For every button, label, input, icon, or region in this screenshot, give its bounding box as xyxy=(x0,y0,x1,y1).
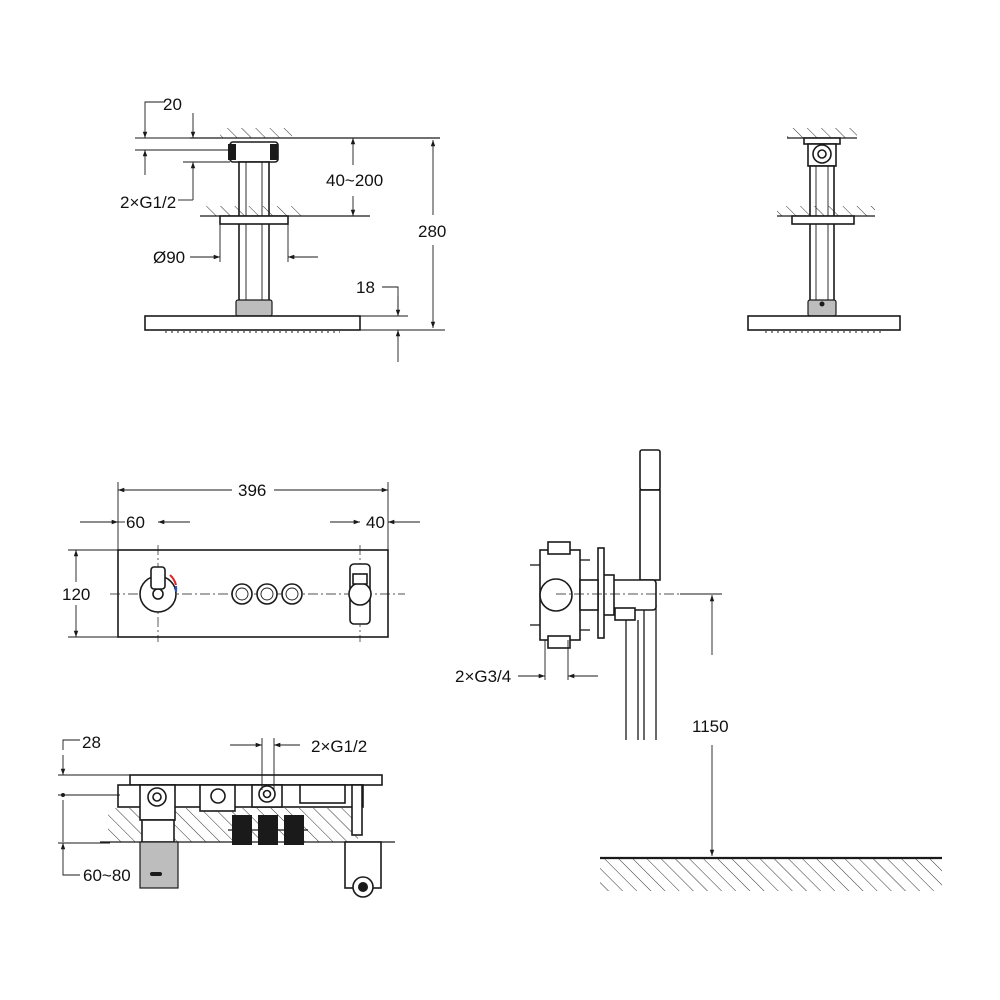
shower-head-plate xyxy=(144,315,361,331)
wall-connector xyxy=(611,579,657,611)
dim-right-offset: 40 xyxy=(366,513,385,532)
dim-valve-inlet-thread: 2×G3/4 xyxy=(455,667,511,686)
outlet-pipe xyxy=(139,841,179,889)
panel-face xyxy=(117,549,389,638)
diverter-button-1 xyxy=(231,583,253,605)
dim-flange-diameter: Ø90 xyxy=(153,248,185,267)
shower-arm xyxy=(238,161,270,303)
section-cover-plate xyxy=(129,774,383,786)
dim-head-thickness: 18 xyxy=(356,278,375,297)
ceiling-hatch xyxy=(220,128,292,138)
false-ceiling-hatch xyxy=(205,206,303,216)
wall-plate xyxy=(597,547,605,639)
dim-panel-height: 120 xyxy=(62,585,90,604)
diverter-button-3 xyxy=(281,583,303,605)
shower-head-front-view xyxy=(747,128,901,333)
dim-head-inlet-thread: 2×G1/2 xyxy=(120,193,176,212)
hot-indicator-icon xyxy=(169,574,177,586)
control-panel-front-view: 396 60 40 120 xyxy=(62,481,420,642)
dim-section-outlets: 2×G1/2 xyxy=(311,737,367,756)
mixer-lever xyxy=(150,566,166,590)
front-arm xyxy=(809,165,835,303)
dim-mount-height: 1150 xyxy=(692,717,729,736)
dim-total-height: 280 xyxy=(418,222,446,241)
cover-flange xyxy=(219,215,289,225)
dim-panel-width: 396 xyxy=(238,481,266,500)
front-head-plate xyxy=(747,315,901,331)
head-connector xyxy=(235,299,273,317)
floor-hatch xyxy=(600,859,942,891)
dim-install-depth: 60~80 xyxy=(83,866,131,885)
shower-head-side-view: 20 2×G1/2 40~200 280 Ø90 18 xyxy=(120,95,446,362)
hand-shower-handle xyxy=(639,489,661,581)
hand-shower-view: 2×G3/4 1150 xyxy=(455,449,942,891)
diverter-button-2 xyxy=(256,583,278,605)
dim-left-offset: 60 xyxy=(126,513,145,532)
inlet-nut-left xyxy=(228,144,236,160)
inlet-nut-right xyxy=(270,144,278,160)
dim-panel-depth: 28 xyxy=(82,733,101,752)
control-panel-section-view: 28 2×G1/2 60~80 xyxy=(58,733,395,898)
dim-arm-length: 40~200 xyxy=(326,171,383,190)
hand-shower-head xyxy=(639,449,661,491)
dim-nut-height: 20 xyxy=(163,95,182,114)
